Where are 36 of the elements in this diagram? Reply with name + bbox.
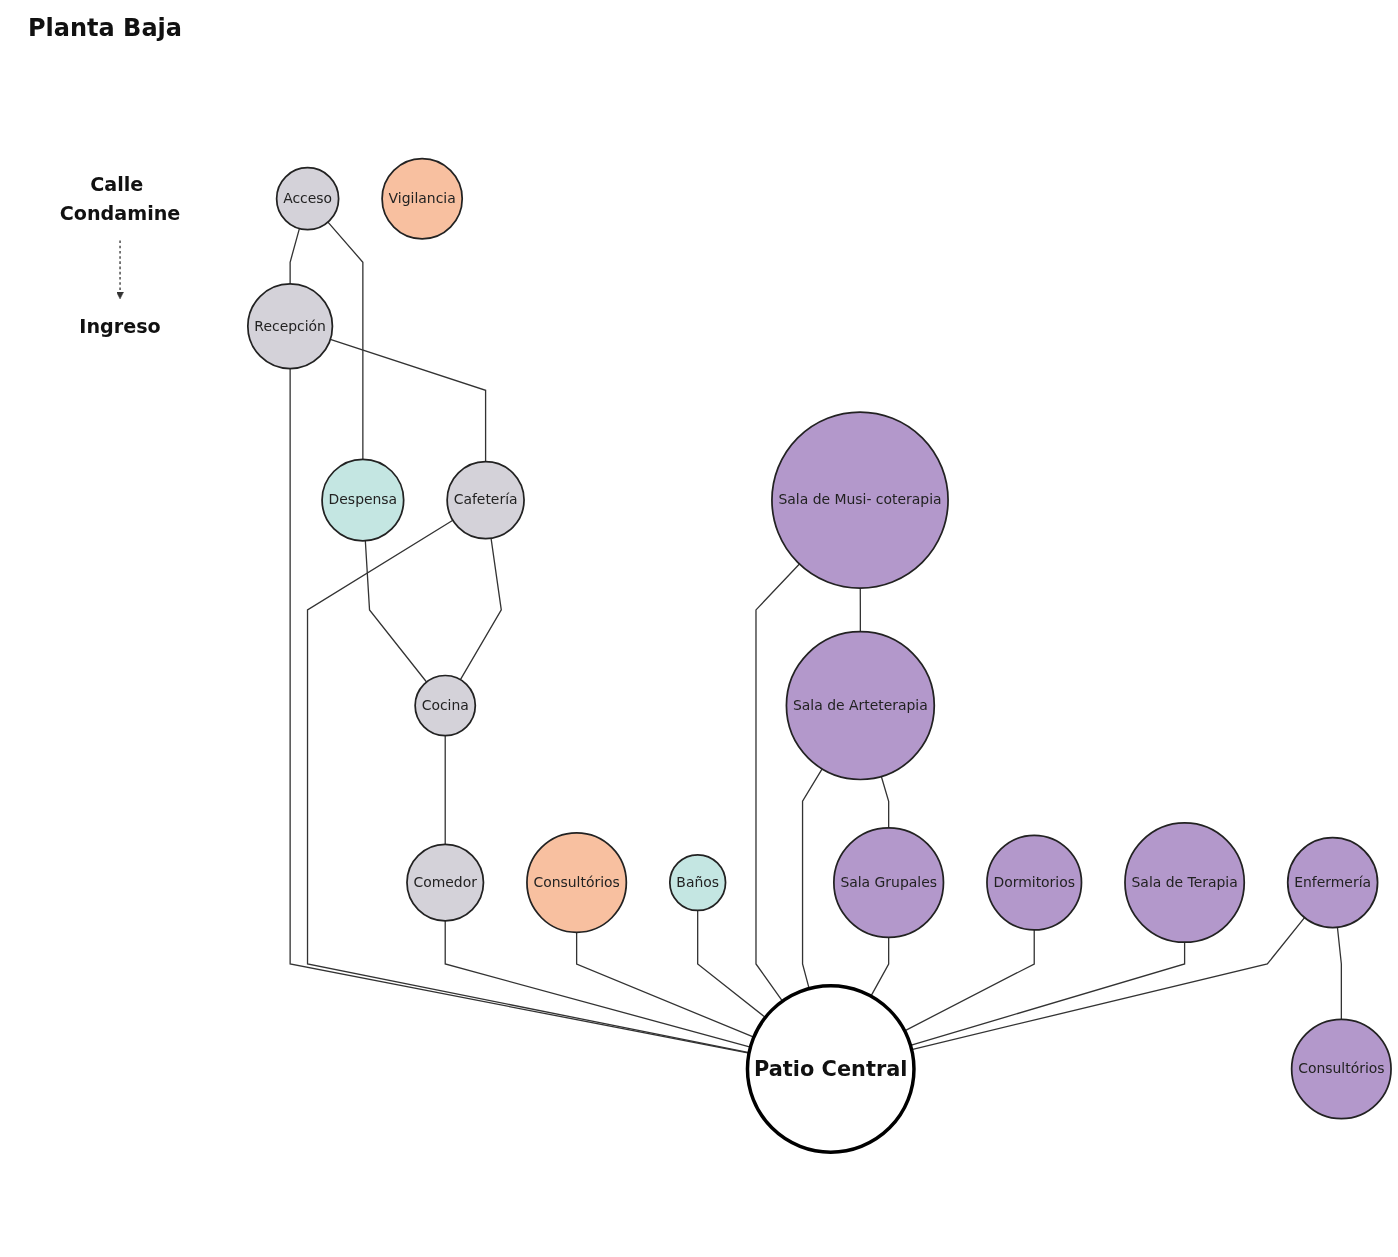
connector — [904, 929, 1035, 1032]
node-circle: Comedor — [406, 843, 485, 923]
connector — [459, 537, 502, 681]
node-circle: Vigilancia — [381, 158, 464, 241]
connector — [880, 776, 890, 829]
connector — [289, 368, 750, 1055]
node-circle: Sala de Arteterapia — [785, 631, 936, 781]
node-circle: Despensa — [321, 458, 405, 543]
node-circle: Consultórios — [526, 832, 628, 934]
floor-title: Planta Baja — [28, 14, 183, 42]
node-circle: Consultórios — [1290, 1018, 1392, 1120]
node-circle: Sala de Terapia — [1124, 822, 1246, 944]
node-circle: Baños — [668, 854, 727, 912]
node-circle: Cocina — [414, 675, 477, 737]
node-text: Ingreso — [79, 315, 161, 338]
connector — [329, 339, 487, 463]
node-circle: Recepción — [246, 283, 334, 370]
connector — [444, 735, 446, 846]
node-circle: Patio Central — [745, 984, 916, 1155]
connector — [697, 910, 766, 1019]
node-text: Calle Condamine — [59, 173, 181, 225]
connector — [289, 228, 301, 285]
connector — [1336, 927, 1342, 1021]
connector — [801, 768, 823, 990]
connector — [911, 917, 1306, 1051]
connector — [327, 221, 364, 461]
connector — [364, 540, 428, 684]
arrow — [116, 240, 124, 300]
node-circle: Enfermería — [1286, 837, 1379, 929]
node-circle: Acceso — [275, 167, 340, 231]
node-circle: Sala Grupales — [833, 827, 945, 939]
node-circle: Cafetería — [446, 461, 525, 540]
node-circle: Sala de Musi- coterapia — [771, 411, 949, 590]
connector — [306, 520, 750, 1054]
connector — [859, 587, 861, 633]
node-circle: Dormitorios — [986, 834, 1083, 932]
